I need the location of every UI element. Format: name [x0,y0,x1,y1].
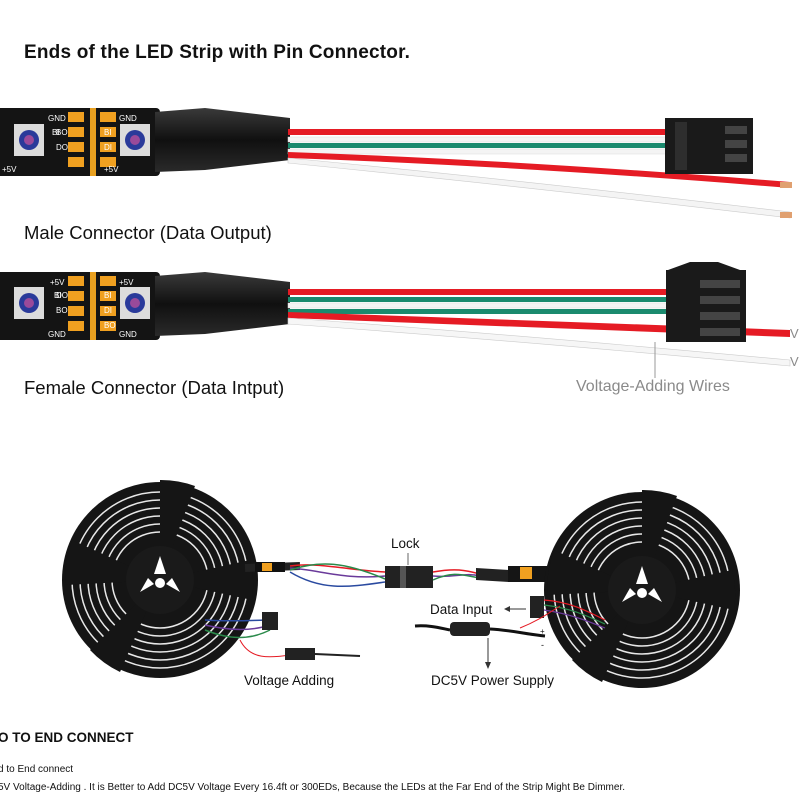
lock-connector [385,566,433,588]
pad-label: GND [119,114,137,123]
pad-label: BI [104,128,112,137]
pad-label: DI [104,306,112,315]
pad-label: +5V [50,278,65,287]
reel-diagram: + - [62,479,740,688]
section-heading: O TO END CONNECT [0,730,134,745]
solder-pad [100,306,116,316]
solder-pad [68,276,84,286]
pad-label: BO [56,306,68,315]
plus-sign: + [540,627,545,636]
voltage-adding-wires-label: Voltage-Adding Wires [576,378,730,395]
voltage-adding-label: Voltage Adding [244,673,335,688]
heat-shrink [155,272,290,336]
solder-pad [68,291,84,301]
cut-line [90,272,96,340]
pad-label: +5V [119,278,134,287]
female-latch [668,262,740,270]
pad-label: BI [52,128,60,137]
pad-label: DI [104,143,112,152]
wire-green [288,143,666,148]
bare-copper [780,182,792,188]
female-connector-label: Female Connector (Data Intput) [24,377,285,398]
solder-pad [100,321,116,331]
wire-red [289,564,386,573]
solder-pad [68,142,84,152]
wire-white [287,302,669,309]
solder-pad [100,276,116,286]
voltage-wire-cut-label: V [790,326,799,341]
wire-green [289,563,386,580]
led-reel-left [62,479,258,678]
wire-red [288,129,666,135]
solder-pad [100,157,116,167]
pad-label: +5V [2,165,17,174]
voltage-wire-red [288,312,790,337]
pad-label: BO [104,321,116,330]
led-reel-right [544,489,740,688]
solder-pad [68,157,84,167]
voltage-wire-cut-label: V [790,354,799,369]
heat-shrink-small [476,568,510,582]
strip-pad [520,567,532,579]
pad-label: GND [48,330,66,339]
pad-label: BO [56,128,68,137]
solder-pad [100,127,116,137]
lock-label: Lock [391,536,420,551]
pad-label: +5V [104,165,119,174]
solder-pad [100,112,116,122]
data-input-label: Data Input [430,602,493,617]
solder-pad [68,321,84,331]
note-line: d to End connect [0,764,74,775]
pad-label: DO [56,291,68,300]
strip-pad [262,563,272,571]
pad-label: BI [54,291,62,300]
small-connector [262,612,278,630]
solder-pad [100,142,116,152]
page-title: Ends of the LED Strip with Pin Connector… [24,42,411,63]
wire-white [287,136,667,143]
power-supply-label: DC5V Power Supply [431,673,555,688]
pad-label: BI [104,291,112,300]
pad-label: GND [48,114,66,123]
male-connector-assembly: GND BI BO DO +5V GND BI DI +5V [0,108,792,219]
male-connector-label: Male Connector (Data Output) [24,222,272,243]
pad-label: DO [56,143,68,152]
note-line: 5V Voltage-Adding . It is Better to Add … [0,782,625,793]
heat-shrink [155,108,290,172]
wire-red [288,289,668,295]
data-input-connector [530,596,544,618]
female-connector-assembly: +5V BI DO BO GND +5V BI DI BO GND [0,262,791,378]
cut-line [90,108,96,176]
wire-purple [289,567,386,578]
wire-white [287,148,667,155]
voltage-wire-white [287,317,791,367]
wire-blue [289,571,386,587]
solder-pad [68,112,84,122]
dc-jack [450,622,490,636]
solder-pad [68,127,84,137]
pad-label: GND [119,330,137,339]
wire-green [288,309,668,314]
wire-green [288,297,668,302]
minus-sign: - [541,640,544,650]
solder-pad [100,291,116,301]
power-plug [285,648,315,660]
bare-copper [780,212,792,218]
voltage-wire-red [288,152,790,188]
solder-pad [68,306,84,316]
